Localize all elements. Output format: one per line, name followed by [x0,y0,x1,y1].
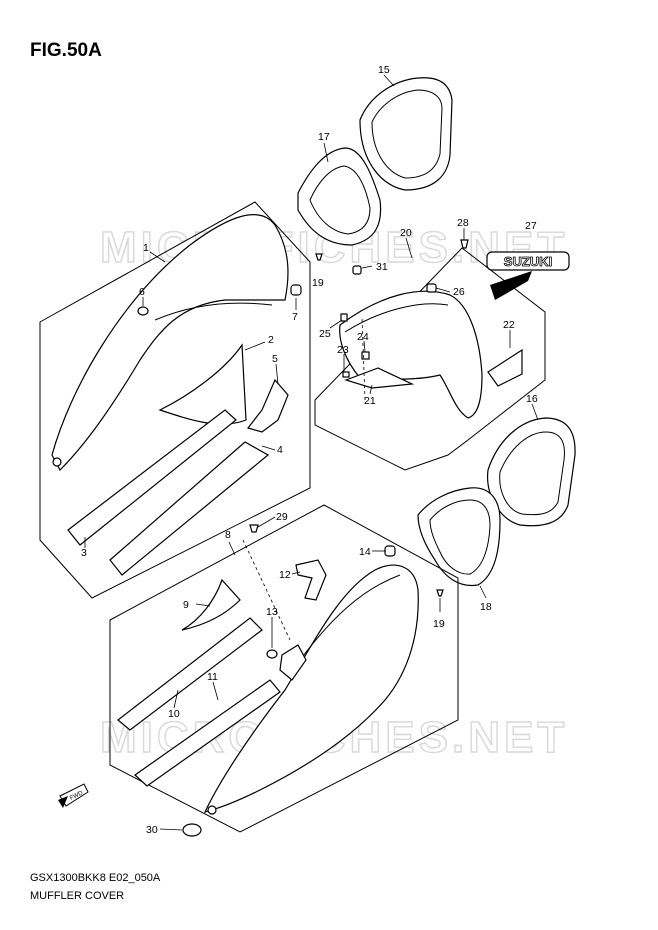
callout-31: 31 [376,261,388,273]
callout-8: 8 [225,529,231,541]
part-8-cover [203,564,419,813]
part-25-screw [340,313,348,322]
callout-17: 17 [318,131,330,143]
group-box-lower [109,504,459,833]
part-4-pad [109,441,270,576]
callout-14: 14 [359,546,371,558]
svg-text:FWD: FWD [69,790,85,802]
part-14-rubber [384,545,396,557]
part-8-bracket [279,644,307,681]
callout-21: 21 [364,395,376,407]
callout-7: 7 [292,311,298,323]
part-6-nut [137,306,149,316]
part-17-inner-frame [297,147,382,246]
callout-26: 26 [453,286,465,298]
part-26-rubber [426,283,437,293]
part-1-cover [51,214,289,471]
callout-16: 16 [526,393,538,405]
callout-4: 4 [277,444,283,456]
part-27-emblem [486,251,570,271]
part-22-mesh [487,348,523,387]
part-5-bracket [246,378,289,433]
callout-10: 10 [168,708,180,720]
part-20-housing [339,290,483,419]
callout-5: 5 [272,353,278,365]
part-13-nut [266,649,278,659]
callout-13: 13 [266,606,278,618]
part-19-screw-upper [315,253,323,261]
callout-29: 29 [276,511,288,523]
callout-11: 11 [207,671,218,683]
callout-28: 28 [457,217,469,229]
part-28-screw [460,239,469,249]
callout-24: 24 [357,331,369,343]
emblem-text: SUZUKI [504,254,552,269]
part-1-grommet [52,457,62,467]
callout-18: 18 [480,601,492,613]
part-1-edge [154,302,273,321]
figure-title: FIG.50A [30,40,102,61]
part-23-nut [342,371,350,378]
callout-3: 3 [81,547,87,559]
part-24-spacer [361,351,370,360]
group-box-upper-left [39,201,311,599]
part-2-shield [158,343,247,425]
callout-25: 25 [319,328,331,340]
callout-15: 15 [378,64,390,76]
part-18-inner-frame [417,487,501,587]
part-15-frame [359,77,453,191]
part-30-grommet [182,823,202,837]
part-3-pad [67,409,237,546]
part-16-frame [487,417,576,527]
part-31-nut [352,265,362,275]
part-21-insert [344,367,415,389]
callout-19-upper: 19 [312,277,324,289]
part-19-screw-lower [436,589,444,597]
part-11-pad [134,679,281,787]
callout-22: 22 [503,319,515,331]
callout-27: 27 [525,220,537,232]
callout-1: 1 [143,242,149,254]
model-code: GSX1300BKK8 E02_050A [30,872,161,884]
callout-12: 12 [279,569,291,581]
part-7-rubber [290,284,302,296]
callout-9: 9 [183,599,189,611]
part-12-stay [295,559,327,601]
callout-20: 20 [400,227,412,239]
part-10-pad [117,617,263,731]
callout-19-lower: 19 [433,618,445,630]
emblem-arrow [490,271,532,300]
callout-30: 30 [146,824,158,836]
section-name: MUFFLER COVER [30,890,125,902]
callout-6: 6 [139,286,145,298]
part-29-screw [249,524,259,533]
callout-2: 2 [268,334,274,346]
callout-23: 23 [337,344,349,356]
part-9-shield [181,578,241,631]
fwd-arrow-icon: FWD [58,783,89,808]
